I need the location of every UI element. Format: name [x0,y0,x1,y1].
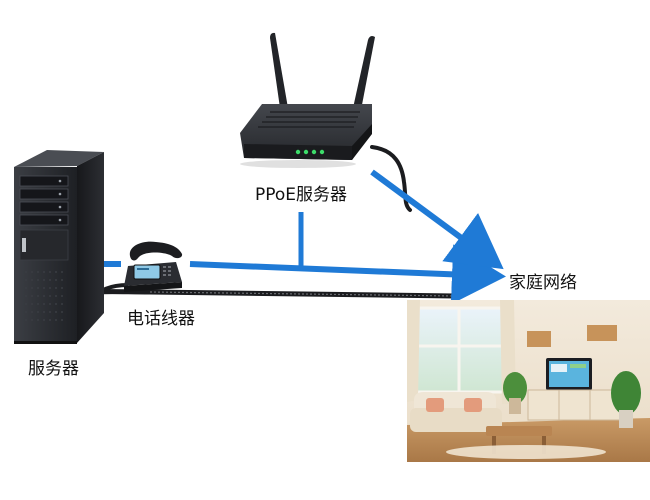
connection-arrows [97,169,506,305]
router-to-home-arrow [370,169,504,270]
home-network-label: 家庭网络 [509,273,577,293]
living-room-image [407,300,650,462]
server-label: 服务器 [28,359,79,379]
server-tower-icon [14,150,104,344]
telephone-icon [124,241,183,292]
router-led [295,149,301,155]
router-icon [240,32,375,168]
phone-label: 电话线器 [127,309,195,329]
phone-to-home-arrow [189,244,506,305]
router-cable [370,145,412,212]
router-label: PPoE服务器 [255,185,348,205]
